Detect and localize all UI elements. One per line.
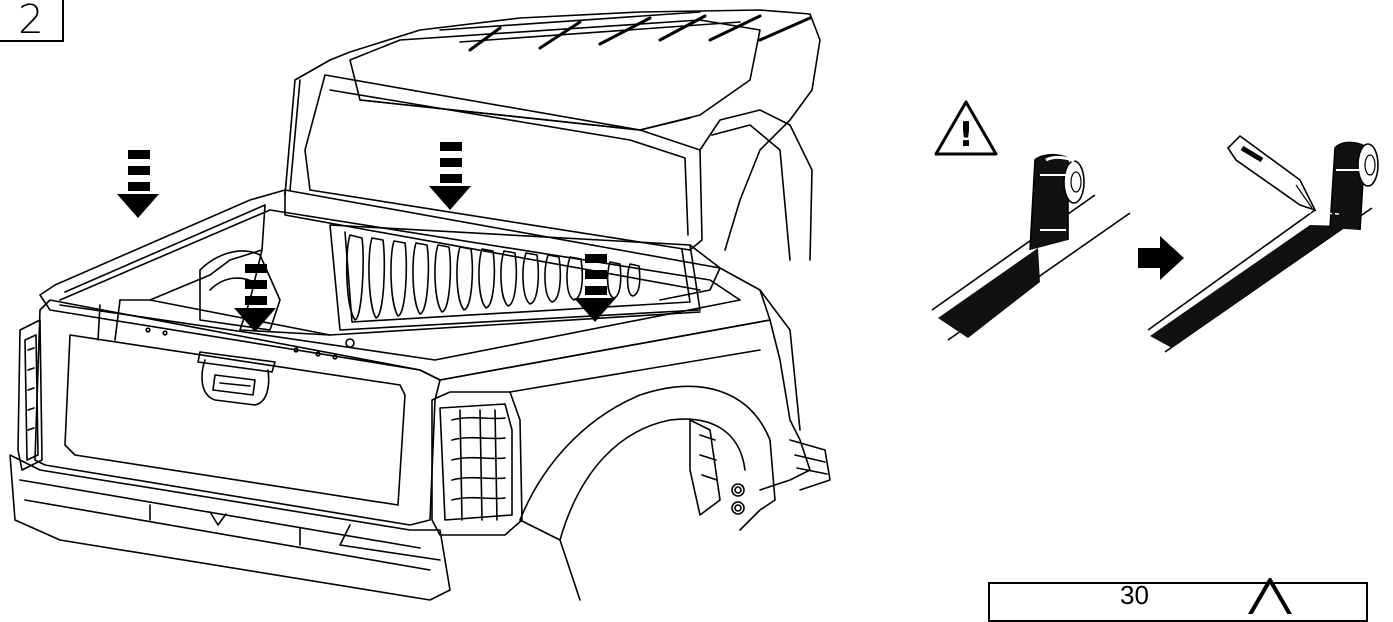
press-down-arrow-icon — [429, 142, 471, 210]
right-arrow-icon — [1138, 236, 1184, 280]
rear-bumper — [9, 454, 451, 601]
truck-bed — [39, 189, 771, 381]
left-tail-lamp — [17, 319, 43, 471]
warning-triangle-icon: ! — [934, 100, 998, 156]
step-number: 2 — [18, 0, 44, 43]
press-down-arrow-icon — [574, 254, 616, 322]
tape-roll-panel-left — [931, 153, 1131, 341]
right-tail-lamp — [431, 391, 523, 536]
press-arrows — [117, 142, 616, 332]
warning-symbol: ! — [958, 115, 974, 155]
step-number-box: 2 — [0, 0, 64, 42]
warning-triangle-icon — [1248, 578, 1292, 614]
footer-box: 30 — [988, 578, 1368, 622]
tailgate — [34, 299, 441, 526]
cutter-knife-icon — [1226, 134, 1317, 212]
tape-roll-panel-right — [1147, 134, 1379, 353]
press-down-arrow-icon — [117, 150, 159, 218]
body-side — [439, 289, 831, 601]
press-down-arrow-icon — [234, 264, 276, 332]
bed-ribs — [345, 234, 641, 321]
page-number: 30 — [1120, 580, 1149, 610]
truck-cab — [284, 9, 821, 261]
